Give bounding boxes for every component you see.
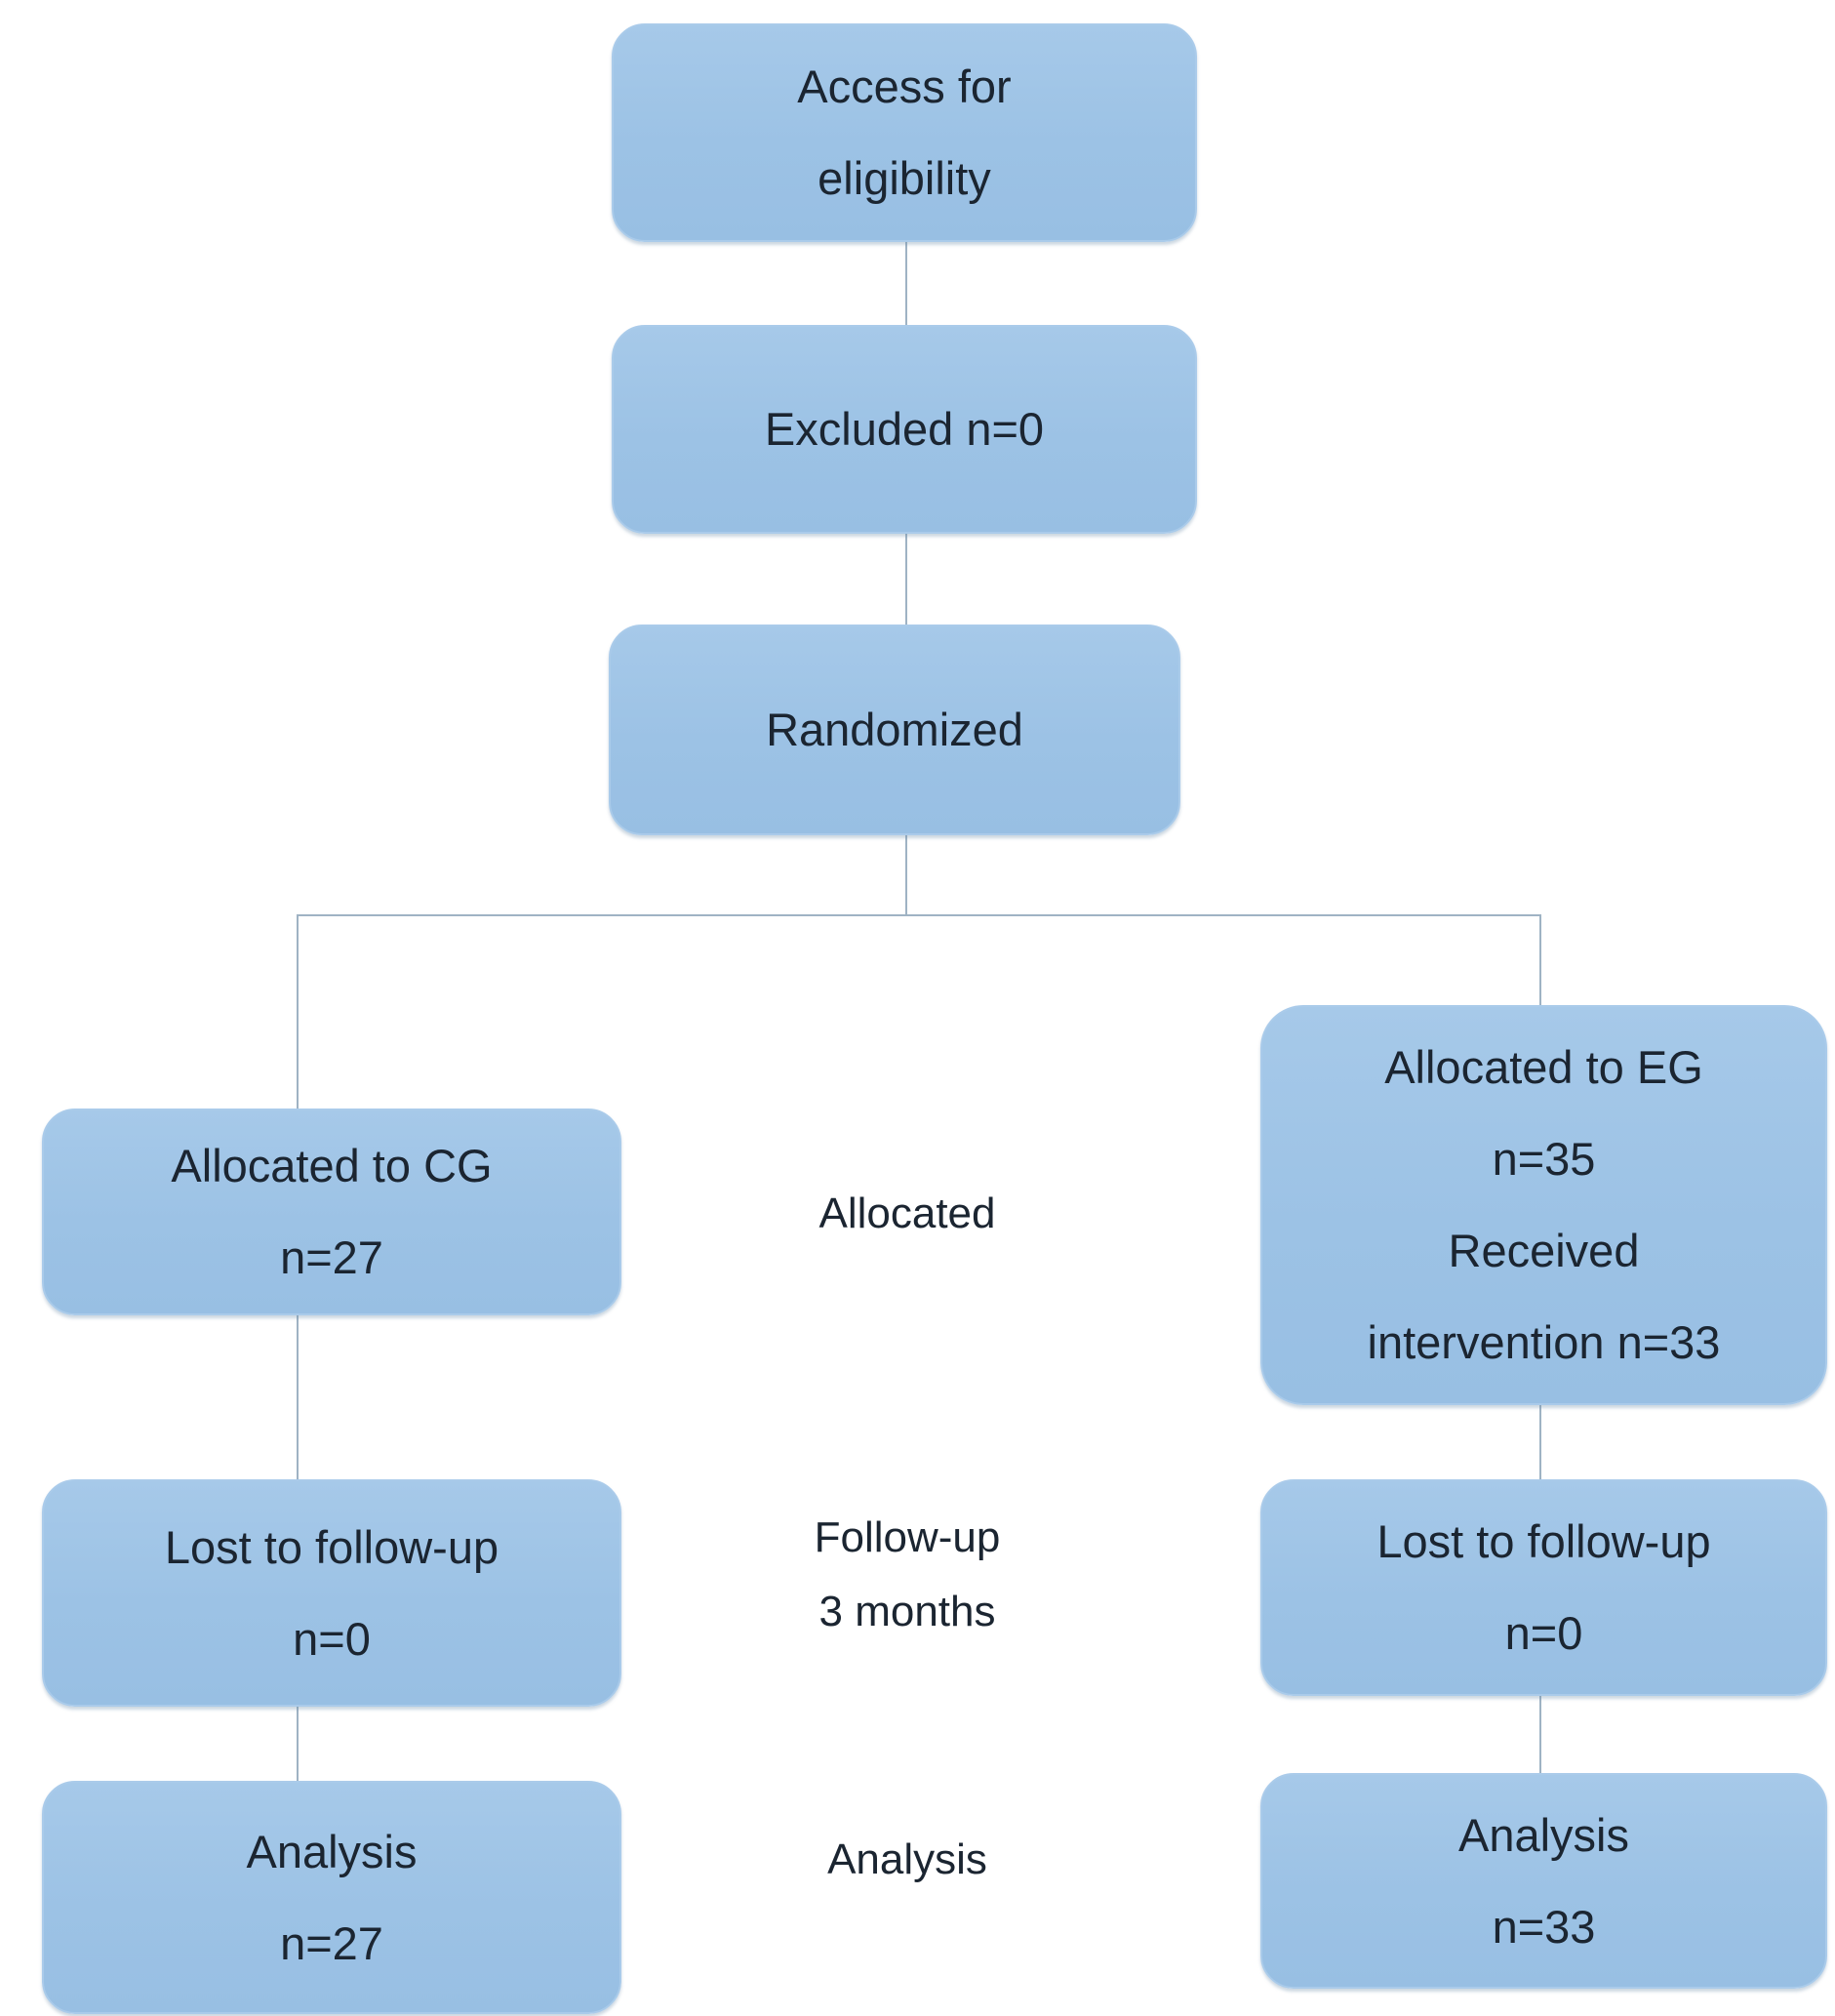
connector-excluded-to-randomized [905, 534, 907, 625]
flow-box-text: Lost to follow-up [164, 1520, 499, 1573]
flow-box-text: n=33 [1492, 1900, 1596, 1953]
stage-label-followup: Follow-up 3 months [814, 1513, 1001, 1635]
flow-box-access-eligibility: Access for eligibility [612, 23, 1197, 242]
flow-box-text: Allocated to EG [1384, 1041, 1703, 1093]
connector-branch-to-allocated-cg [297, 915, 299, 1109]
flow-box-text: Access for [797, 60, 1012, 112]
flow-box-analysis-cg: Analysis n=27 [42, 1781, 621, 2014]
flow-box-allocated-cg: Allocated to CG n=27 [42, 1109, 621, 1315]
flow-box-text: n=27 [280, 1916, 383, 1969]
flow-box-text: n=0 [293, 1612, 371, 1665]
connector-lost-eg-to-analysis-eg [1539, 1696, 1541, 1773]
flow-box-text: Excluded n=0 [764, 403, 1045, 455]
flow-box-allocated-eg: Allocated to EG n=35 Received interventi… [1260, 1005, 1827, 1405]
connector-branch-horizontal [297, 914, 1541, 916]
flow-box-analysis-eg: Analysis n=33 [1260, 1773, 1827, 1989]
flow-box-text: Randomized [766, 704, 1023, 755]
flow-box-text: Analysis [246, 1825, 418, 1877]
connector-allocated-cg-to-lost-cg [297, 1315, 299, 1479]
flow-box-text: Analysis [1457, 1808, 1629, 1861]
flow-box-text: intervention n=33 [1367, 1316, 1721, 1368]
flow-box-text: n=0 [1504, 1607, 1583, 1659]
connector-access-to-excluded [905, 242, 907, 325]
flow-box-text: Allocated to CG [171, 1140, 493, 1191]
flow-box-randomized: Randomized [609, 625, 1180, 835]
connector-lost-cg-to-analysis-cg [297, 1707, 299, 1781]
connector-branch-to-allocated-eg [1539, 915, 1541, 1005]
flow-box-text: Received [1448, 1225, 1640, 1276]
flow-box-text: n=35 [1492, 1133, 1596, 1185]
flow-box-excluded: Excluded n=0 [612, 325, 1197, 534]
flow-box-text: Lost to follow-up [1376, 1515, 1711, 1567]
flow-box-text: eligibility [818, 152, 991, 204]
flow-box-lost-followup-cg: Lost to follow-up n=0 [42, 1479, 621, 1707]
stage-label-analysis: Analysis [827, 1835, 987, 1883]
flow-box-lost-followup-eg: Lost to follow-up n=0 [1260, 1479, 1827, 1696]
stage-label-allocated: Allocated [818, 1189, 996, 1237]
connector-randomized-to-branch [905, 835, 907, 915]
flow-box-text: n=27 [280, 1231, 383, 1283]
connector-allocated-eg-to-lost-eg [1539, 1405, 1541, 1479]
